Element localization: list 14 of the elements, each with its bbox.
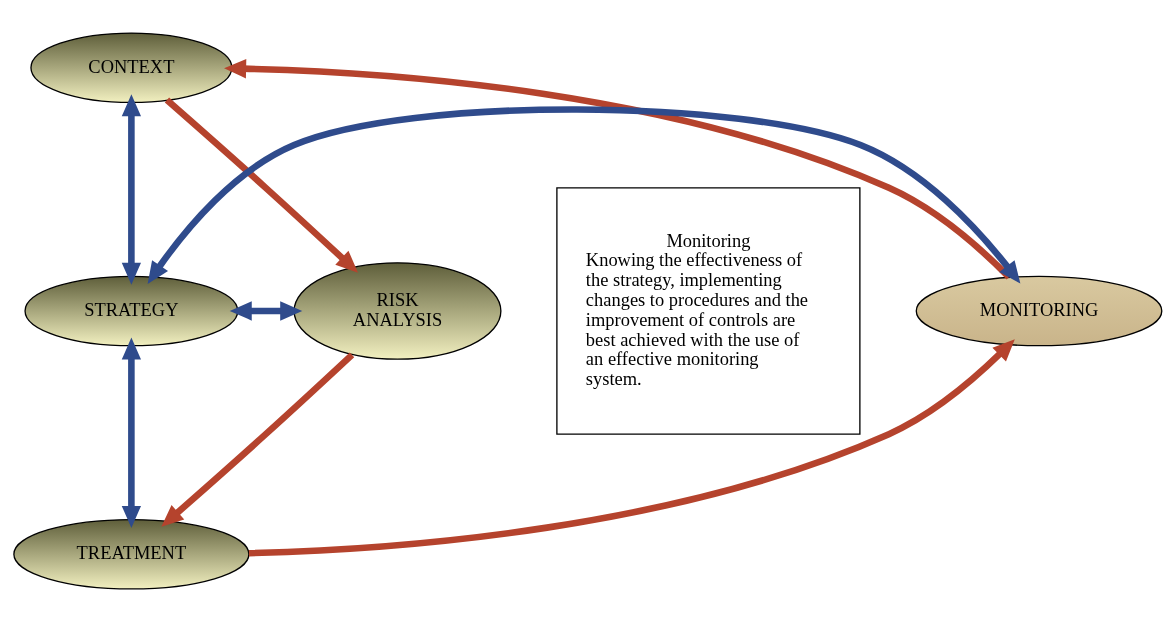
node-ellipse: RISK ANALYSIS — [293, 261, 502, 360]
arrow — [147, 105, 1021, 284]
arrow — [224, 58, 1012, 279]
arrow — [164, 97, 358, 273]
arrow — [161, 351, 355, 527]
arrow — [229, 300, 303, 321]
arrow — [121, 93, 142, 285]
arrow — [248, 338, 1015, 556]
node-box: Monitoring Knowing the effectiveness of the strategy, implementing changes to procedures and the improvement of controls are best achieved with the use of an effective monitoring system. — [556, 186, 861, 435]
node-ellipse: CONTEXT — [30, 31, 233, 103]
node-ellipse: STRATEGY — [24, 275, 239, 346]
node-ellipse: TREATMENT — [13, 518, 250, 590]
arrow — [121, 337, 142, 528]
node-ellipse: MONITORING — [915, 275, 1163, 346]
